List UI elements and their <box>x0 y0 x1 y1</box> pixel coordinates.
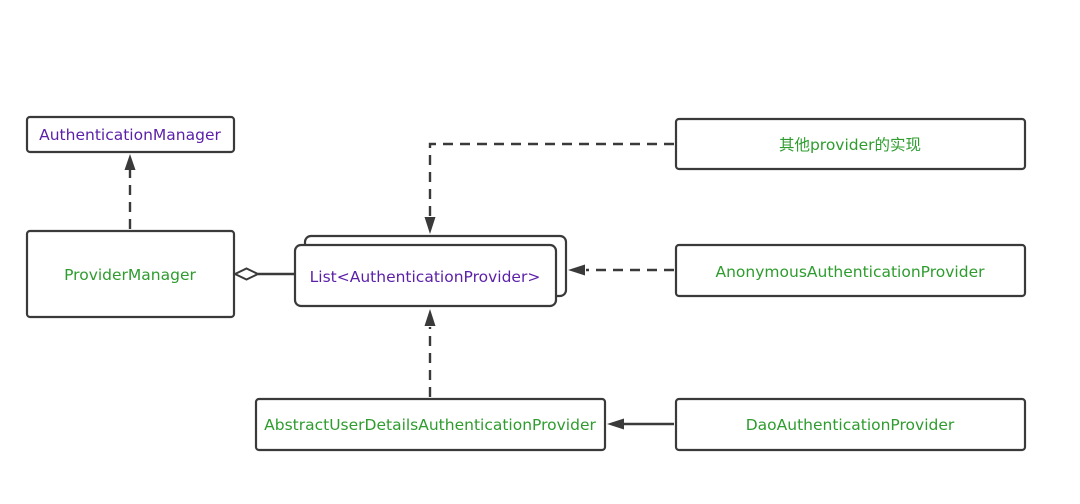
provider-list-front-card <box>293 243 558 308</box>
abstract-user-details-provider-node: AbstractUserDetailsAuthenticationProvide… <box>254 397 607 452</box>
edge-provider-manager-to-authentication-manager <box>124 154 136 229</box>
edge-abstract-provider-to-list <box>424 309 436 397</box>
provider-list-node: List<AuthenticationProvider> <box>293 234 568 308</box>
provider-manager-label: ProviderManager <box>64 266 196 284</box>
other-providers-label: 其他provider的实现 <box>779 136 921 154</box>
aggregation-diamond <box>232 267 261 281</box>
anonymous-provider-node: AnonymousAuthenticationProvider <box>674 243 1027 298</box>
edge-other-providers-to-list <box>424 142 674 234</box>
edge-dao-provider-to-abstract-provider <box>607 418 674 430</box>
arrowhead <box>124 154 136 170</box>
dao-provider-label: DaoAuthenticationProvider <box>746 416 955 434</box>
arrowhead <box>424 217 436 234</box>
provider-list-label: List<AuthenticationProvider> <box>310 268 541 286</box>
authentication-manager-node: AuthenticationManager <box>25 115 236 154</box>
arrowhead <box>424 309 436 326</box>
abstract-user-details-provider-label: AbstractUserDetailsAuthenticationProvide… <box>264 416 596 434</box>
edge-anonymous-provider-to-list <box>568 264 674 276</box>
provider-manager-node: ProviderManager <box>25 229 236 319</box>
other-providers-node: 其他provider的实现 <box>674 117 1027 171</box>
arrowhead <box>568 264 585 276</box>
arrowhead <box>607 418 624 430</box>
edge-aggregation-provider-manager-list <box>232 267 294 281</box>
authentication-manager-label: AuthenticationManager <box>39 126 221 144</box>
dao-provider-node: DaoAuthenticationProvider <box>674 397 1027 452</box>
anonymous-provider-label: AnonymousAuthenticationProvider <box>716 263 986 281</box>
